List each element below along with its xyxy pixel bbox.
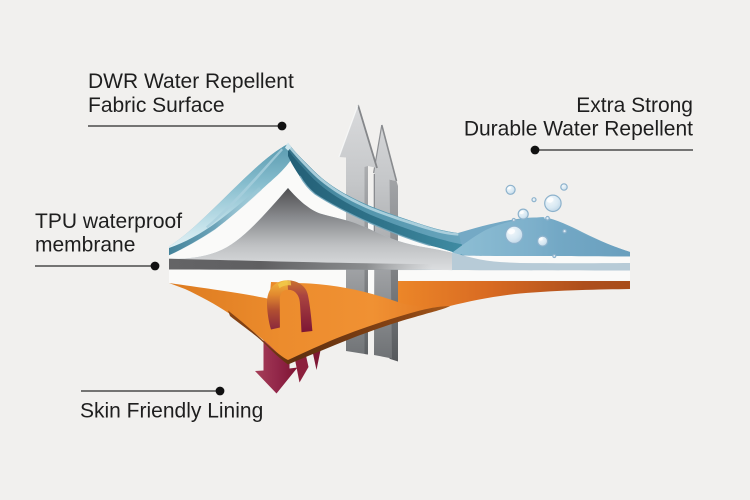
svg-text:DWR Water Repellent: DWR Water Repellent xyxy=(88,70,294,93)
svg-text:Extra Strong: Extra Strong xyxy=(576,94,693,117)
svg-text:Skin Friendly Lining: Skin Friendly Lining xyxy=(80,400,263,423)
svg-text:membrane: membrane xyxy=(35,234,135,257)
svg-text:Durable Water Repellent: Durable Water Repellent xyxy=(464,118,693,141)
svg-text:Fabric Surface: Fabric Surface xyxy=(88,94,225,117)
svg-text:TPU waterproof: TPU waterproof xyxy=(35,210,182,233)
